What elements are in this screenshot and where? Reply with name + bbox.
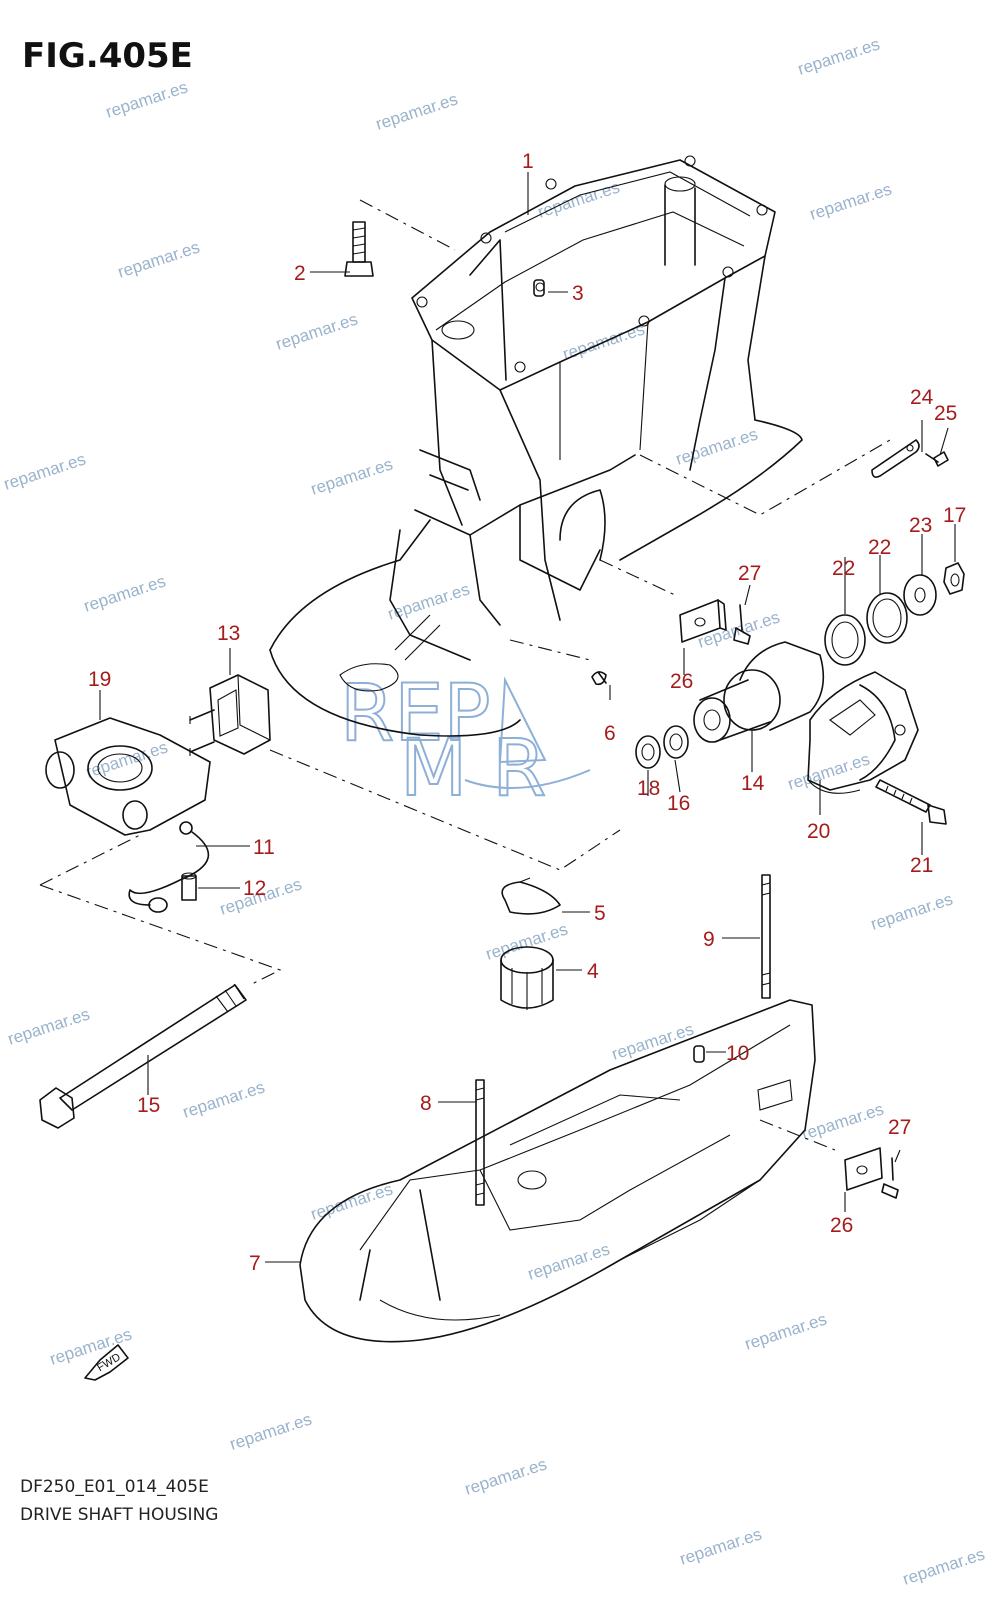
callout-13: 13 <box>217 622 240 645</box>
watermark: repamar.es <box>308 1179 395 1223</box>
watermark: repamar.es <box>807 179 894 223</box>
circlip-5 <box>501 877 561 915</box>
callout-25: 25 <box>934 402 957 425</box>
plate-24 <box>871 439 920 478</box>
watermark: repamar.es <box>81 571 168 615</box>
screw-6 <box>591 671 607 686</box>
watermark: repamar.es <box>373 89 460 133</box>
bushing-4 <box>500 946 554 1010</box>
watermark: repamar.es <box>462 1454 549 1498</box>
figure-caption: DRIVE SHAFT HOUSING <box>20 1505 219 1525</box>
logo-sail-icon <box>498 676 547 764</box>
logo-line-2: M R <box>400 724 546 814</box>
ground-wire-11 <box>128 821 210 913</box>
guide-lines <box>39 199 891 1151</box>
bolt-25 <box>925 451 949 467</box>
figure-code: DF250_E01_014_405E <box>20 1477 209 1497</box>
watermark: repamar.es <box>900 1544 987 1588</box>
bolt-27-lower <box>881 1157 899 1199</box>
washer-18 <box>635 735 661 769</box>
callout-21: 21 <box>910 854 933 877</box>
watermark: repamar.es <box>103 77 190 121</box>
watermark: repamar.es <box>525 1239 612 1283</box>
watermark: repamar.es <box>5 1004 92 1048</box>
watermark: repamar.es <box>83 737 170 781</box>
callout-11: 11 <box>253 836 275 859</box>
callout-26b: 26 <box>830 1214 853 1237</box>
callout-27a: 27 <box>738 562 761 585</box>
washer-23 <box>903 574 937 616</box>
callout-14: 14 <box>741 772 765 795</box>
callout-26a: 26 <box>670 670 693 693</box>
watermark: repamar.es <box>483 919 570 963</box>
washer-22a <box>824 614 866 666</box>
dowel-pin-10 <box>693 1045 705 1063</box>
leader-lines <box>99 172 956 1263</box>
logo-wave-icon <box>464 769 591 789</box>
drive-shaft-housing <box>269 155 803 737</box>
callout-4: 4 <box>587 960 599 983</box>
figure-title: FIG.405E <box>22 36 193 76</box>
lower-cover-7 <box>299 999 816 1343</box>
callout-1: 1 <box>522 150 534 173</box>
anode-26-lower <box>844 1147 883 1191</box>
nut-17 <box>943 562 965 595</box>
anode-26-upper <box>679 599 727 643</box>
bolt-27-upper <box>733 604 751 645</box>
long-bolt-15 <box>39 983 247 1129</box>
watermark: repamar.es <box>795 34 882 78</box>
washer-16 <box>663 725 689 759</box>
rubber-part-13 <box>189 674 271 756</box>
callout-19: 19 <box>88 668 111 691</box>
screw-12 <box>181 872 197 901</box>
callout-24: 24 <box>910 386 934 409</box>
watermark: repamar.es <box>385 579 472 623</box>
watermark: repamar.es <box>1 449 88 493</box>
watermark: repamar.es <box>115 237 202 281</box>
callout-6: 6 <box>604 722 616 745</box>
callout-7: 7 <box>249 1252 261 1275</box>
rubber-mount-14 <box>693 641 825 743</box>
watermark: repamar.es <box>868 889 955 933</box>
callout-22b: 22 <box>868 536 891 559</box>
bolt-2 <box>344 221 374 277</box>
callout-22a: 22 <box>832 557 855 580</box>
bolt-21 <box>875 779 947 825</box>
washer-22b <box>866 592 908 644</box>
fwd-label: FWD <box>95 1351 123 1374</box>
watermark: repamar.es <box>227 1409 314 1453</box>
callout-20: 20 <box>807 820 830 843</box>
stud-9 <box>761 874 771 999</box>
callout-27b: 27 <box>888 1116 911 1139</box>
watermark: repamar.es <box>673 424 760 468</box>
callout-8: 8 <box>420 1092 432 1115</box>
watermark: repamar.es <box>742 1309 829 1353</box>
callout-18: 18 <box>637 777 660 800</box>
callout-5: 5 <box>594 902 606 925</box>
callout-12: 12 <box>243 877 266 900</box>
dowel-pin-3 <box>533 279 545 297</box>
watermark: repamar.es <box>180 1077 267 1121</box>
clamp-19 <box>45 717 211 836</box>
watermark: repamar.es <box>677 1524 764 1568</box>
callout-3: 3 <box>572 282 584 305</box>
mount-cover-20 <box>807 671 919 794</box>
callout-16: 16 <box>667 792 690 815</box>
callouts: 1 2 3 4 5 6 7 8 9 10 11 12 13 14 15 16 1… <box>88 150 966 1275</box>
logo-line-1: REP <box>340 669 491 759</box>
watermark: repamar.es <box>799 1099 886 1143</box>
callout-17: 17 <box>943 504 966 527</box>
callout-2: 2 <box>294 262 306 285</box>
callout-9: 9 <box>703 928 715 951</box>
watermark: repamar.es <box>273 309 360 353</box>
repamar-logo: REP M R <box>339 668 591 815</box>
watermark: repamar.es <box>308 454 395 498</box>
stud-8 <box>475 1079 485 1206</box>
callout-15: 15 <box>137 1094 160 1117</box>
callout-10: 10 <box>726 1042 749 1065</box>
callout-23: 23 <box>909 514 932 537</box>
watermark: repamar.es <box>785 749 872 793</box>
